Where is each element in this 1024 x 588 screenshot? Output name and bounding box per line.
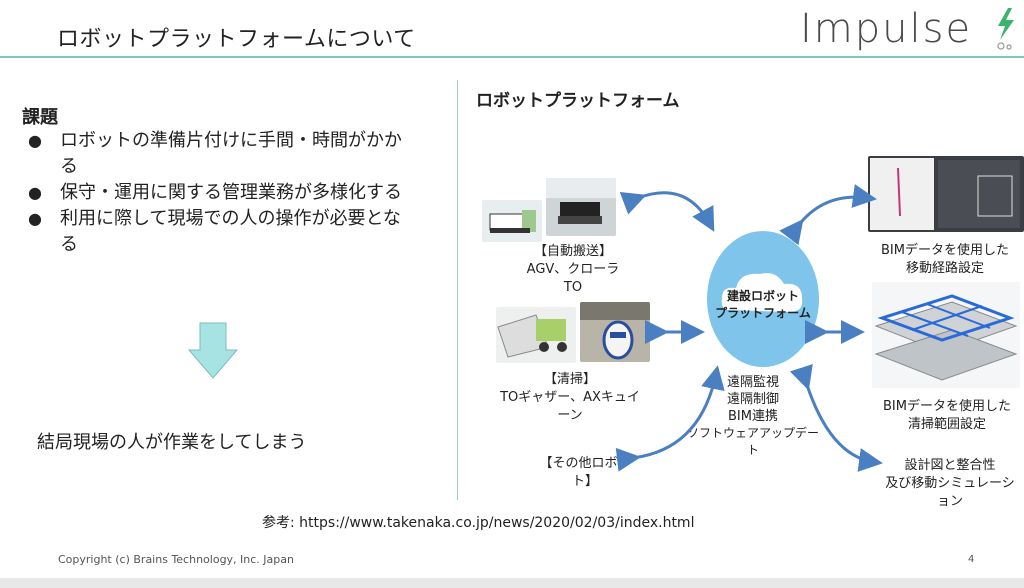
page-title: ロボットプラットフォームについて (57, 27, 416, 52)
crawler-photo (546, 178, 616, 236)
reference-link[interactable]: 参考: https://www.takenaka.co.jp/news/2020… (262, 515, 695, 531)
arrow-other (615, 365, 725, 472)
connection-arrows (615, 184, 883, 472)
column-divider (457, 80, 458, 500)
list-item: ●ロボットの準備片付けに手間・時間がかかる (28, 130, 402, 177)
agv-caption: 【自動搬送】 AGV、クローラTO (526, 244, 620, 295)
agv-photo (482, 200, 542, 242)
lightning-icon (997, 8, 1014, 50)
hub-label: 建設ロボット プラットフォーム (715, 289, 811, 320)
down-arrow-icon (188, 322, 238, 379)
issues-heading: 課題 (22, 107, 58, 128)
logo-text: Impulse (800, 6, 973, 52)
list-item: ●利用に際して現場での人の操作が必要となる (28, 208, 401, 255)
bim-route-caption: BIMデータを使用した 移動経路設定 (881, 243, 1009, 276)
issues-list: ●ロボットの準備片付けに手間・時間がかかる ●保守・運用に関する管理業務が多様化… (22, 128, 402, 258)
arrow-bim-route (779, 184, 877, 246)
design-sim-caption: 設計図と整合性 及び移動シミュレーション (885, 458, 1015, 509)
copyright-text: Copyright (c) Brains Technology, Inc. Ja… (58, 553, 294, 566)
impulse-logo: Impulse (800, 6, 1020, 54)
bim-structure-image (872, 282, 1020, 388)
arrow-agv (619, 191, 715, 232)
list-item: ●保守・運用に関する管理業務が多様化する (28, 182, 402, 203)
platform-hub (707, 231, 819, 367)
other-robots-caption: 【その他ロボット】 (539, 456, 631, 489)
cleaning-caption: 【清掃】 TOギャザー、AXキュイーン (500, 372, 640, 423)
diagram-title: ロボットプラットフォーム (476, 91, 680, 111)
arrow-design (789, 364, 883, 472)
page-number: 4 (968, 554, 975, 565)
bim-route-screenshot (868, 156, 1024, 232)
conclusion-text: 結局現場の人が作業をしてしまう (37, 432, 307, 453)
bottom-band (0, 578, 1024, 588)
title-underline (0, 56, 1024, 58)
ax-robot-photo (580, 302, 650, 362)
cleaning-robot-photo (496, 307, 576, 363)
bim-clean-caption: BIMデータを使用した 清掃範囲設定 (883, 399, 1011, 432)
